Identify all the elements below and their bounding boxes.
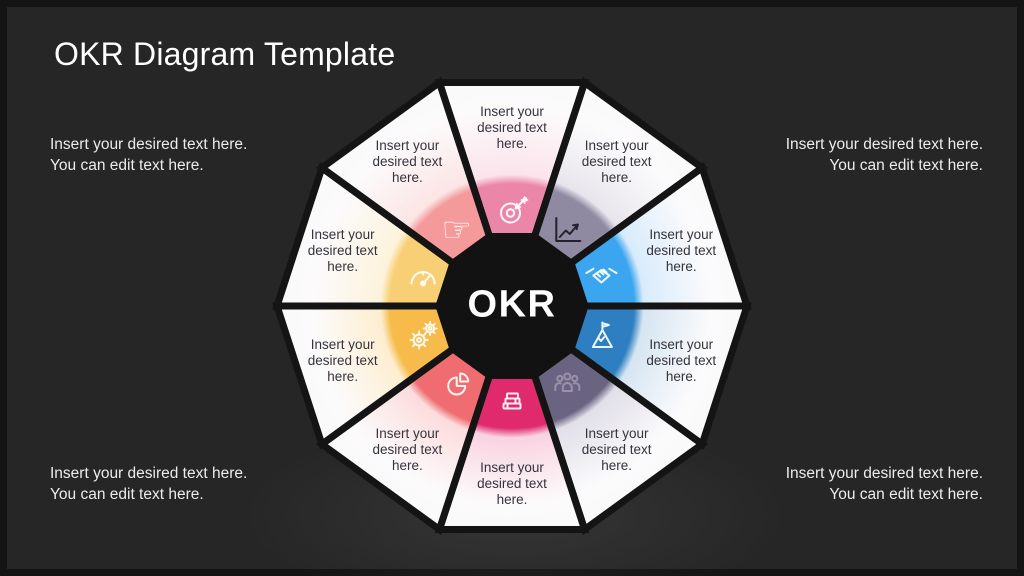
goal-target-icon <box>500 196 529 224</box>
note-line: Insert your desired text here. <box>785 136 983 153</box>
segment-upper-left-label[interactable]: Insert your desired text here. <box>372 138 443 185</box>
segment-bottom-label[interactable]: Insert your desired text here. <box>477 460 547 507</box>
note-bottom-left[interactable]: Insert your desired text here. You can e… <box>50 463 247 505</box>
note-line: You can edit text here. <box>829 486 983 503</box>
note-top-left[interactable]: Insert your desired text here. You can e… <box>50 134 247 176</box>
segment-bottom-right-label[interactable]: Insert your desired text here. <box>581 426 652 473</box>
svg-text:☞: ☞ <box>441 210 471 250</box>
segment-bottom-left-label[interactable]: Insert your desired text here. <box>372 426 443 473</box>
note-line: Insert your desired text here. <box>50 465 248 482</box>
mission-flag-icon <box>591 321 613 348</box>
page-title[interactable]: OKR Diagram Template <box>54 36 396 72</box>
segment-lower-left-label[interactable]: Insert your desired text here. <box>307 337 378 384</box>
note-line: You can edit text here. <box>50 157 204 174</box>
handshake-icon <box>585 267 618 284</box>
note-bottom-right[interactable]: Insert your desired text here. You can e… <box>786 463 983 505</box>
segment-left-label[interactable]: Insert your desired text here. <box>307 227 378 274</box>
team-icon <box>554 372 581 392</box>
speed-gauge-icon <box>410 271 436 287</box>
note-line: You can edit text here. <box>829 157 983 174</box>
segment-upper-right-label[interactable]: Insert your desired text here. <box>581 138 652 185</box>
center-decagon[interactable] <box>435 233 589 379</box>
growth-chart-icon <box>555 217 582 242</box>
gears-icon <box>409 321 438 350</box>
note-line: Insert your desired text here. <box>785 465 983 482</box>
pointing-hand-icon: ☞ <box>441 210 471 250</box>
books-icon <box>502 392 522 410</box>
note-line: Insert your desired text here. <box>50 136 248 153</box>
segment-right-label[interactable]: Insert your desired text here. <box>646 227 717 274</box>
pie-chart-icon <box>447 372 470 396</box>
note-top-right[interactable]: Insert your desired text here. You can e… <box>786 134 983 176</box>
segment-lower-right-label[interactable]: Insert your desired text here. <box>646 337 717 384</box>
segment-top-label[interactable]: Insert your desired text here. <box>477 104 547 151</box>
note-line: You can edit text here. <box>50 486 204 503</box>
okr-center-label[interactable]: OKR <box>467 283 557 326</box>
